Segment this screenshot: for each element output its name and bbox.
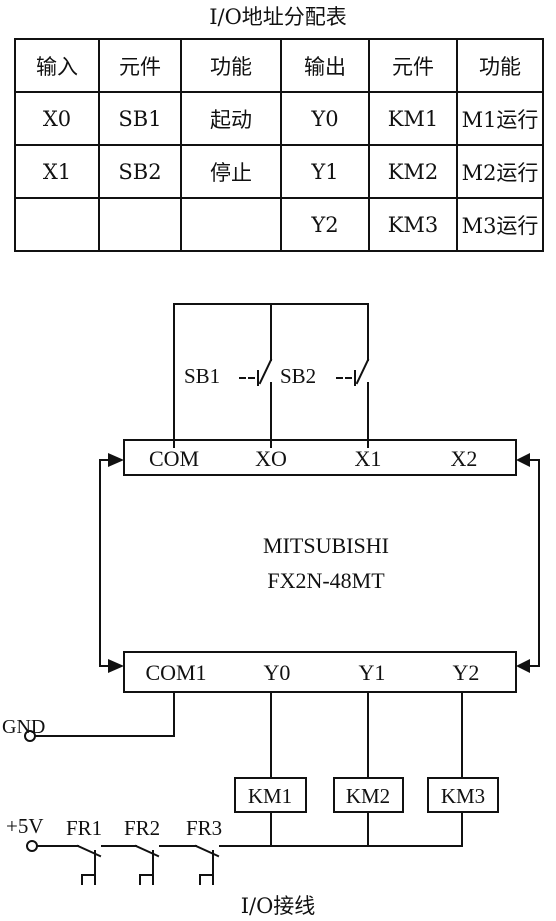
sb2-label: SB2 <box>280 364 316 388</box>
table-cell <box>98 197 182 252</box>
header-function-out: 功能 <box>456 38 544 93</box>
fr3-contact-icon <box>194 844 220 885</box>
table-header-row: 输入 元件 功能 输出 元件 功能 <box>14 38 544 93</box>
table-cell: KM3 <box>368 197 458 252</box>
header-output: 输出 <box>280 38 370 93</box>
terminal-com1: COM1 <box>145 660 206 685</box>
header-function-in: 功能 <box>180 38 282 93</box>
table-row: X0 SB1 起动 Y0 KM1 M1运行 <box>14 91 544 146</box>
km3-label: KM3 <box>441 784 485 808</box>
terminal-x2: X2 <box>451 446 478 471</box>
sb2-switch-icon <box>354 358 370 448</box>
table-cell: X1 <box>14 144 100 199</box>
table-cell: X0 <box>14 91 100 146</box>
table-cell <box>180 197 282 252</box>
gnd-label: GND <box>2 716 45 738</box>
diagram-caption: I/O接线 <box>240 894 316 918</box>
km2-label: KM2 <box>346 784 390 808</box>
plc-left-arrow-top <box>108 453 124 467</box>
fr1-contact-icon <box>76 844 102 885</box>
plc-left-side <box>99 459 110 667</box>
plc-right-arrow-top <box>516 453 530 467</box>
plc-brand: MITSUBISHI <box>263 533 389 558</box>
km1-label: KM1 <box>248 784 292 808</box>
table-cell: SB2 <box>98 144 182 199</box>
supply-label: +5V <box>6 814 44 838</box>
table-cell <box>14 197 100 252</box>
table-cell: 起动 <box>180 91 282 146</box>
table-cell: Y1 <box>280 144 370 199</box>
plc-left-arrow-bottom <box>108 659 124 673</box>
table-cell: M3运行 <box>456 197 544 252</box>
terminal-y1: Y1 <box>359 660 386 685</box>
io-assignment-table: 输入 元件 功能 输出 元件 功能 X0 SB1 起动 Y0 KM1 M1运行 … <box>14 38 544 252</box>
gnd-wire <box>35 691 175 737</box>
fr2-contact-icon <box>134 844 160 885</box>
plc-input-strip <box>123 439 517 476</box>
table-cell: KM2 <box>368 144 458 199</box>
table-row: Y2 KM3 M3运行 <box>14 197 544 252</box>
gnd-terminal-icon <box>24 730 36 742</box>
header-component-out: 元件 <box>368 38 458 93</box>
table-title: I/O地址分配表 <box>209 5 347 29</box>
header-input: 输入 <box>14 38 100 93</box>
fr1-label: FR1 <box>66 816 102 840</box>
plc-output-strip <box>123 651 517 693</box>
plc-right-side <box>527 459 540 667</box>
table-cell: Y0 <box>280 91 370 146</box>
table-row: X1 SB2 停止 Y1 KM2 M2运行 <box>14 144 544 199</box>
terminal-x0: XO <box>255 446 287 471</box>
supply-terminal-icon <box>26 840 38 852</box>
table-cell: M1运行 <box>456 91 544 146</box>
table-cell: KM1 <box>368 91 458 146</box>
sb1-label: SB1 <box>184 364 220 388</box>
terminal-y0: Y0 <box>264 660 291 685</box>
table-cell: Y2 <box>280 197 370 252</box>
wiring-diagram: SB1 SB2 COM XO X1 X2 MITSUBISHI FX2N-48M… <box>2 303 540 885</box>
km-lower-wires <box>270 811 463 847</box>
table-cell: M2运行 <box>456 144 544 199</box>
fr3-label: FR3 <box>186 816 222 840</box>
table-cell: 停止 <box>180 144 282 199</box>
terminal-com: COM <box>149 446 199 471</box>
plc-model: FX2N-48MT <box>267 568 385 593</box>
table-cell: SB1 <box>98 91 182 146</box>
terminal-x1: X1 <box>355 446 382 471</box>
header-component-in: 元件 <box>98 38 182 93</box>
terminal-y2: Y2 <box>453 660 480 685</box>
plc-right-arrow-bottom <box>516 659 530 673</box>
sb1-switch-icon <box>257 358 273 448</box>
fr2-label: FR2 <box>124 816 160 840</box>
